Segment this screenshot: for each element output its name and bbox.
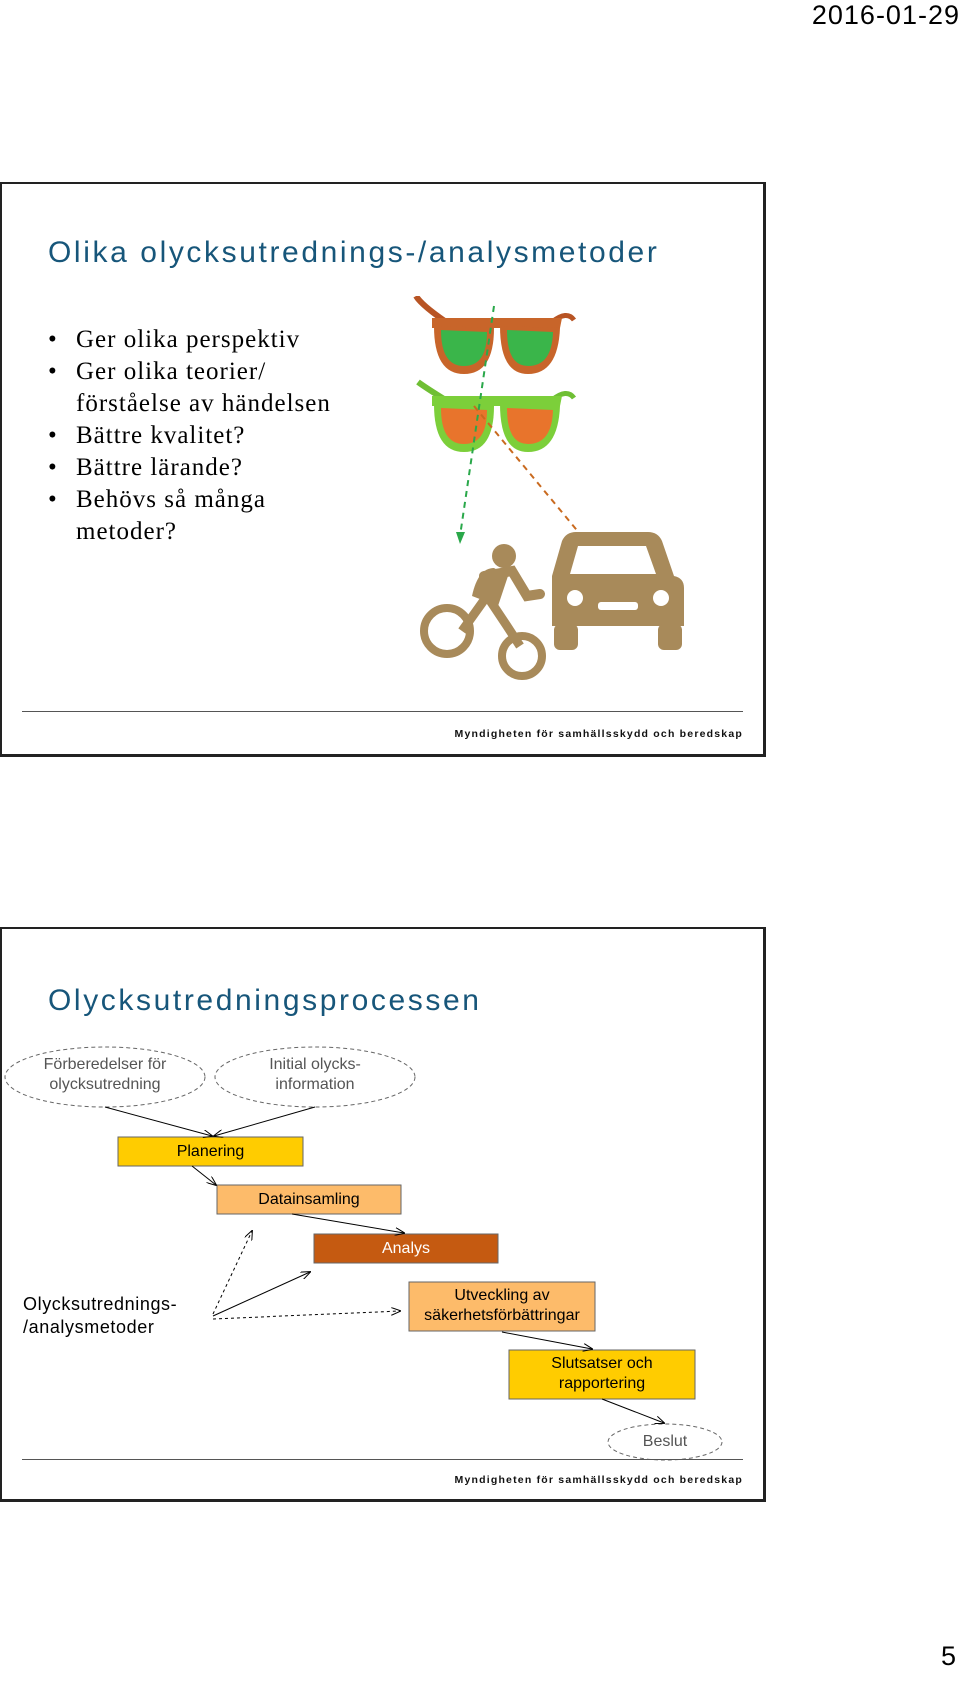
sunglasses-orange-frame-icon [416,296,574,374]
car-icon [552,532,684,650]
analys-label: Analys [314,1239,498,1259]
print-date: 2016-01-29 [812,0,960,31]
perspective-illustration [412,296,712,681]
slide-title: Olika olycksutrednings-/analysmetoder [48,236,659,270]
sunglasses-green-frame-icon [418,382,574,452]
process-diagram [2,929,762,1499]
bullet-item: •Bättre lärande? [46,452,331,484]
slide-analysis-methods: Olika olycksutrednings-/analysmetoder •G… [0,182,766,757]
initial-info-node: Initial olycks-information [215,1055,415,1095]
bullet-item: •Bättre kvalitet? [46,420,331,452]
slide-investigation-process: Olycksutredningsprocessen [0,927,766,1502]
bullet-item: •Ger olika perspektiv [46,324,331,356]
footer-divider [22,1459,743,1460]
planering-label: Planering [118,1142,303,1162]
cyclist-icon [424,544,542,676]
footer-agency-name: Myndigheten för samhällsskydd och bereds… [455,728,744,740]
page-number: 5 [941,1641,956,1672]
bullet-list: •Ger olika perspektiv •Ger olika teorier… [46,324,331,548]
beslut-node: Beslut [608,1432,722,1452]
footer-agency-name: Myndigheten för samhällsskydd och bereds… [455,1474,744,1486]
footer-divider [22,711,743,712]
methods-label: Olycksutrednings-/analysmetoder [23,1293,213,1339]
datainsamling-label: Datainsamling [217,1190,401,1210]
bullet-item: •Ger olika teorier/förståelse av händels… [46,356,331,420]
